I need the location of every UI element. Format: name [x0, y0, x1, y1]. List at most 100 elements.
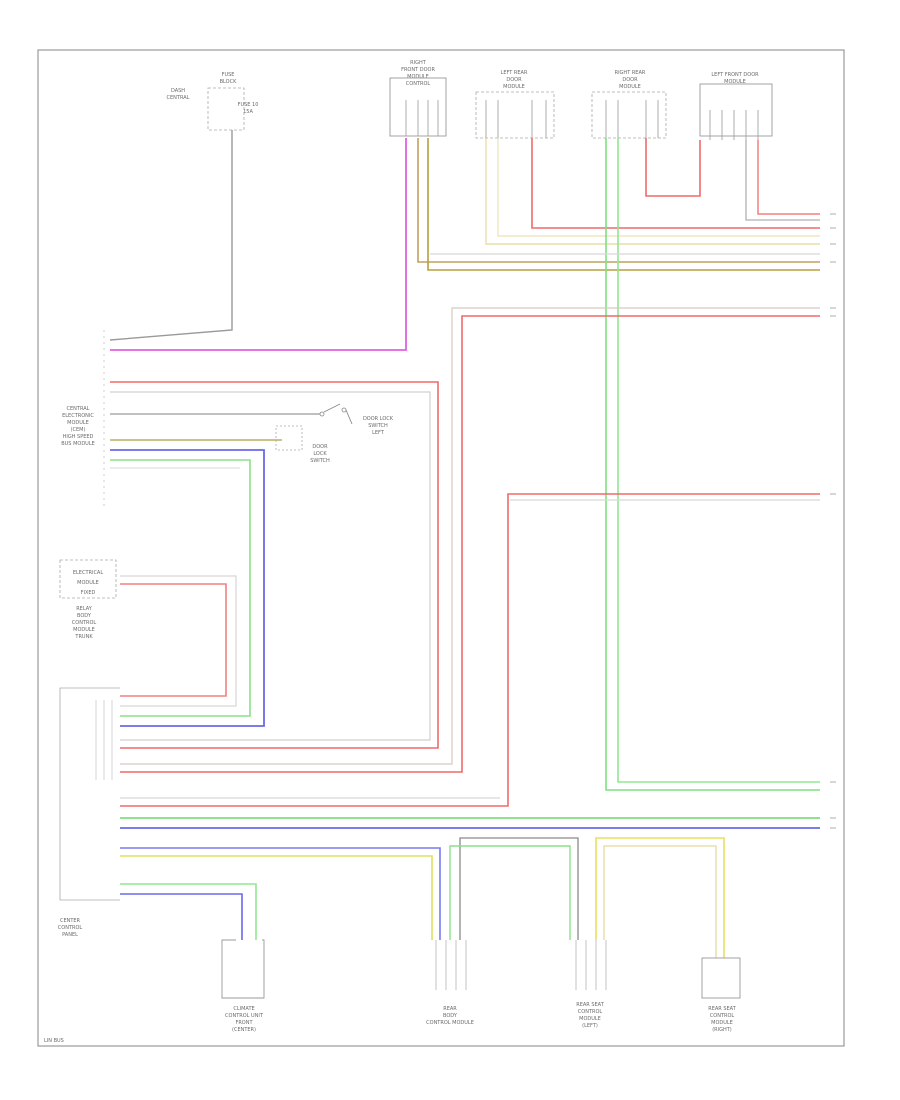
svg-text:RIGHT REAR: RIGHT REAR [615, 70, 646, 76]
wire-blue-lower [120, 847, 441, 940]
right-edge-terminals [830, 213, 836, 829]
svg-text:SWITCH: SWITCH [368, 423, 388, 429]
svg-text:15A: 15A [243, 109, 253, 115]
wire-green-b [617, 138, 820, 783]
svg-text:MODULE: MODULE [67, 420, 89, 426]
svg-text:ELECTRONIC: ELECTRONIC [62, 413, 94, 419]
wire-blue-climate [120, 893, 243, 940]
wire-red-lr [531, 138, 820, 229]
svg-text:BUS MODULE: BUS MODULE [61, 441, 95, 447]
svg-text:RIGHT: RIGHT [410, 60, 427, 66]
wire-green-rear-body [449, 845, 571, 940]
svg-text:MODULE: MODULE [407, 74, 429, 80]
wire-fuse-feed [109, 130, 233, 341]
wire-red-lf [757, 140, 820, 215]
rear-body-control-module: REAR BODY CONTROL MODULE [426, 940, 474, 1026]
svg-text:MODULE: MODULE [711, 1020, 733, 1026]
wire-electrical-grey [120, 575, 237, 707]
svg-text:DOOR: DOOR [312, 444, 328, 450]
wire-grey-lf [745, 140, 820, 221]
svg-text:CONTROL: CONTROL [72, 620, 97, 626]
svg-text:CONTROL MODULE: CONTROL MODULE [426, 1020, 474, 1026]
center-control-panel: CENTER CONTROL PANEL [58, 687, 120, 938]
wire-olive [427, 138, 820, 271]
wire-green-a [605, 138, 820, 791]
svg-text:LEFT FRONT DOOR: LEFT FRONT DOOR [711, 72, 759, 78]
diagram-frame [37, 49, 845, 1047]
svg-text:BODY: BODY [77, 613, 92, 619]
wire-grey-mid [110, 391, 431, 741]
wire-grey-rear-body [459, 837, 579, 940]
svg-text:FRONT DOOR: FRONT DOOR [401, 67, 435, 73]
wire-lr-yellow-b [497, 138, 820, 237]
svg-text:(LEFT): (LEFT) [582, 1023, 598, 1029]
svg-text:FUSE 10: FUSE 10 [238, 102, 259, 108]
svg-text:FIXED: FIXED [81, 590, 96, 596]
svg-text:CONTROL: CONTROL [710, 1013, 735, 1019]
svg-text:CENTRAL: CENTRAL [67, 406, 90, 412]
svg-text:RELAY: RELAY [76, 606, 93, 612]
svg-text:BODY: BODY [443, 1013, 458, 1019]
svg-text:LEFT: LEFT [372, 430, 385, 436]
left-front-door-module: LEFT FRONT DOOR MODULE [699, 72, 773, 137]
fuse-box: FUSE BLOCK DASH CENTRAL FUSE 10 15A [167, 72, 259, 131]
svg-text:MODULE: MODULE [619, 84, 641, 90]
svg-text:LOCK: LOCK [313, 451, 327, 457]
right-rear-door-module: RIGHT REAR DOOR MODULE [591, 70, 667, 139]
rear-seat-module-left: REAR SEAT CONTROL MODULE (LEFT) [575, 940, 607, 1029]
switch-lower: DOOR LOCK SWITCH [275, 425, 330, 464]
electrical-module: ELECTRICAL MODULE FIXED RELAY BODY CONTR… [59, 559, 117, 640]
wire-yellow-rear-seat [595, 837, 725, 958]
wire-grey-top [120, 307, 820, 765]
wire-red-top [120, 315, 820, 773]
footer-label: LIN BUS [44, 1038, 64, 1044]
svg-text:MODULE: MODULE [579, 1016, 601, 1022]
svg-text:FRONT: FRONT [235, 1020, 253, 1026]
wire-electrical-red [120, 583, 227, 697]
svg-text:CLIMATE: CLIMATE [233, 1006, 254, 1012]
wire-green-cem [110, 459, 251, 717]
svg-text:(CEM): (CEM) [71, 427, 86, 433]
wire-red-rr-loop [645, 138, 701, 197]
wire-tan [417, 138, 820, 263]
wire-magenta [110, 138, 407, 351]
svg-text:BLOCK: BLOCK [220, 79, 237, 85]
svg-text:TRUNK: TRUNK [74, 634, 93, 640]
svg-text:MODULE: MODULE [724, 79, 746, 85]
wire-red-mid [110, 381, 439, 749]
svg-text:MODULE: MODULE [77, 580, 99, 586]
svg-text:CONTROL: CONTROL [578, 1009, 603, 1015]
top-connector-pins [405, 100, 759, 140]
svg-text:MODULE: MODULE [73, 627, 95, 633]
svg-text:REAR: REAR [443, 1006, 457, 1012]
svg-text:CONTROL: CONTROL [406, 81, 431, 87]
svg-text:REAR SEAT: REAR SEAT [576, 1002, 604, 1008]
wire-lr-yellow-a [485, 138, 820, 245]
svg-text:CENTER: CENTER [60, 918, 81, 924]
svg-text:CONTROL UNIT: CONTROL UNIT [225, 1013, 264, 1019]
switch-upper: DOOR LOCK SWITCH LEFT [319, 403, 394, 436]
svg-text:DOOR: DOOR [622, 77, 638, 83]
wire-blue-cem [110, 449, 265, 727]
svg-text:HIGH SPEED: HIGH SPEED [63, 434, 94, 440]
wire-tan-rear-seat [603, 845, 717, 958]
svg-text:CENTRAL: CENTRAL [167, 95, 190, 101]
svg-text:LEFT REAR: LEFT REAR [501, 70, 528, 76]
wire-green-climate [120, 883, 257, 940]
svg-text:REAR SEAT: REAR SEAT [708, 1006, 736, 1012]
svg-text:DOOR: DOOR [506, 77, 522, 83]
svg-text:(CENTER): (CENTER) [232, 1027, 256, 1033]
rear-seat-module-right: REAR SEAT CONTROL MODULE (RIGHT) [701, 957, 741, 1033]
svg-text:SWITCH: SWITCH [310, 458, 330, 464]
svg-text:ELECTRICAL: ELECTRICAL [73, 570, 104, 576]
svg-text:PANEL: PANEL [62, 932, 78, 938]
wire-yellow-lower [120, 855, 433, 940]
central-electronic-module: CENTRAL ELECTRONIC MODULE (CEM) HIGH SPE… [61, 406, 95, 447]
svg-text:CONTROL: CONTROL [58, 925, 83, 931]
svg-text:DOOR LOCK: DOOR LOCK [363, 416, 394, 422]
svg-text:DASH: DASH [171, 88, 185, 94]
svg-text:MODULE: MODULE [503, 84, 525, 90]
left-rear-door-module: LEFT REAR DOOR MODULE [475, 70, 555, 139]
svg-text:FUSE: FUSE [222, 72, 235, 78]
